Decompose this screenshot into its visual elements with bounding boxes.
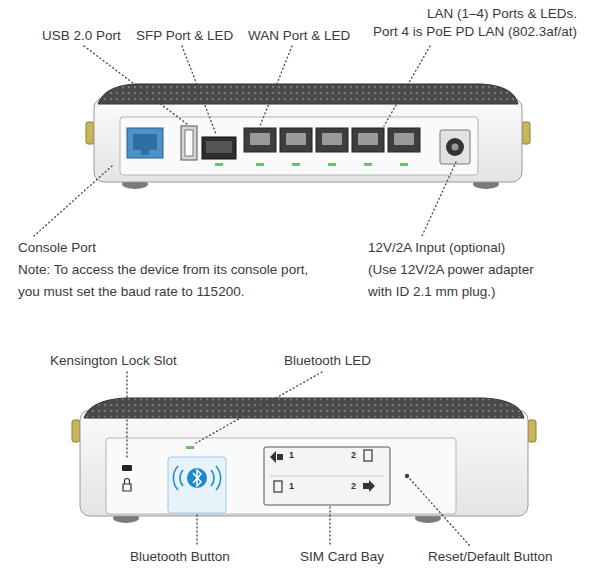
port-label: SFP Port & LED	[136, 28, 233, 44]
slot-number: 1	[289, 481, 294, 492]
front-view	[72, 398, 536, 523]
lock-label: Kensington Lock Slot	[50, 353, 177, 369]
power-note: (Use 12V/2A power adapter	[368, 262, 534, 278]
power-label: 12V/2A Input (optional)	[368, 240, 505, 256]
led-label: Bluetooth LED	[284, 353, 371, 369]
button-label: Reset/Default Button	[428, 549, 553, 565]
slot-number: 2	[351, 481, 356, 492]
port-note: Port 4 is PoE PD LAN (802.3af/at)	[373, 24, 577, 40]
slot-number: 2	[351, 450, 356, 461]
port-label: LAN (1–4) Ports & LEDs.	[427, 6, 577, 22]
port-label: USB 2.0 Port	[42, 28, 121, 44]
button-label: Bluetooth Button	[130, 549, 230, 565]
port-label: WAN Port & LED	[248, 28, 350, 44]
port-label: Console Port	[18, 240, 96, 256]
sim-label: SIM Card Bay	[300, 549, 384, 565]
console-note: Note: To access the device from its cons…	[18, 262, 308, 278]
slot-number: 1	[289, 450, 294, 461]
console-note: you must set the baud rate to 115200.	[18, 284, 244, 300]
power-note: with ID 2.1 mm plug.)	[368, 284, 496, 300]
rear-view	[86, 84, 530, 189]
